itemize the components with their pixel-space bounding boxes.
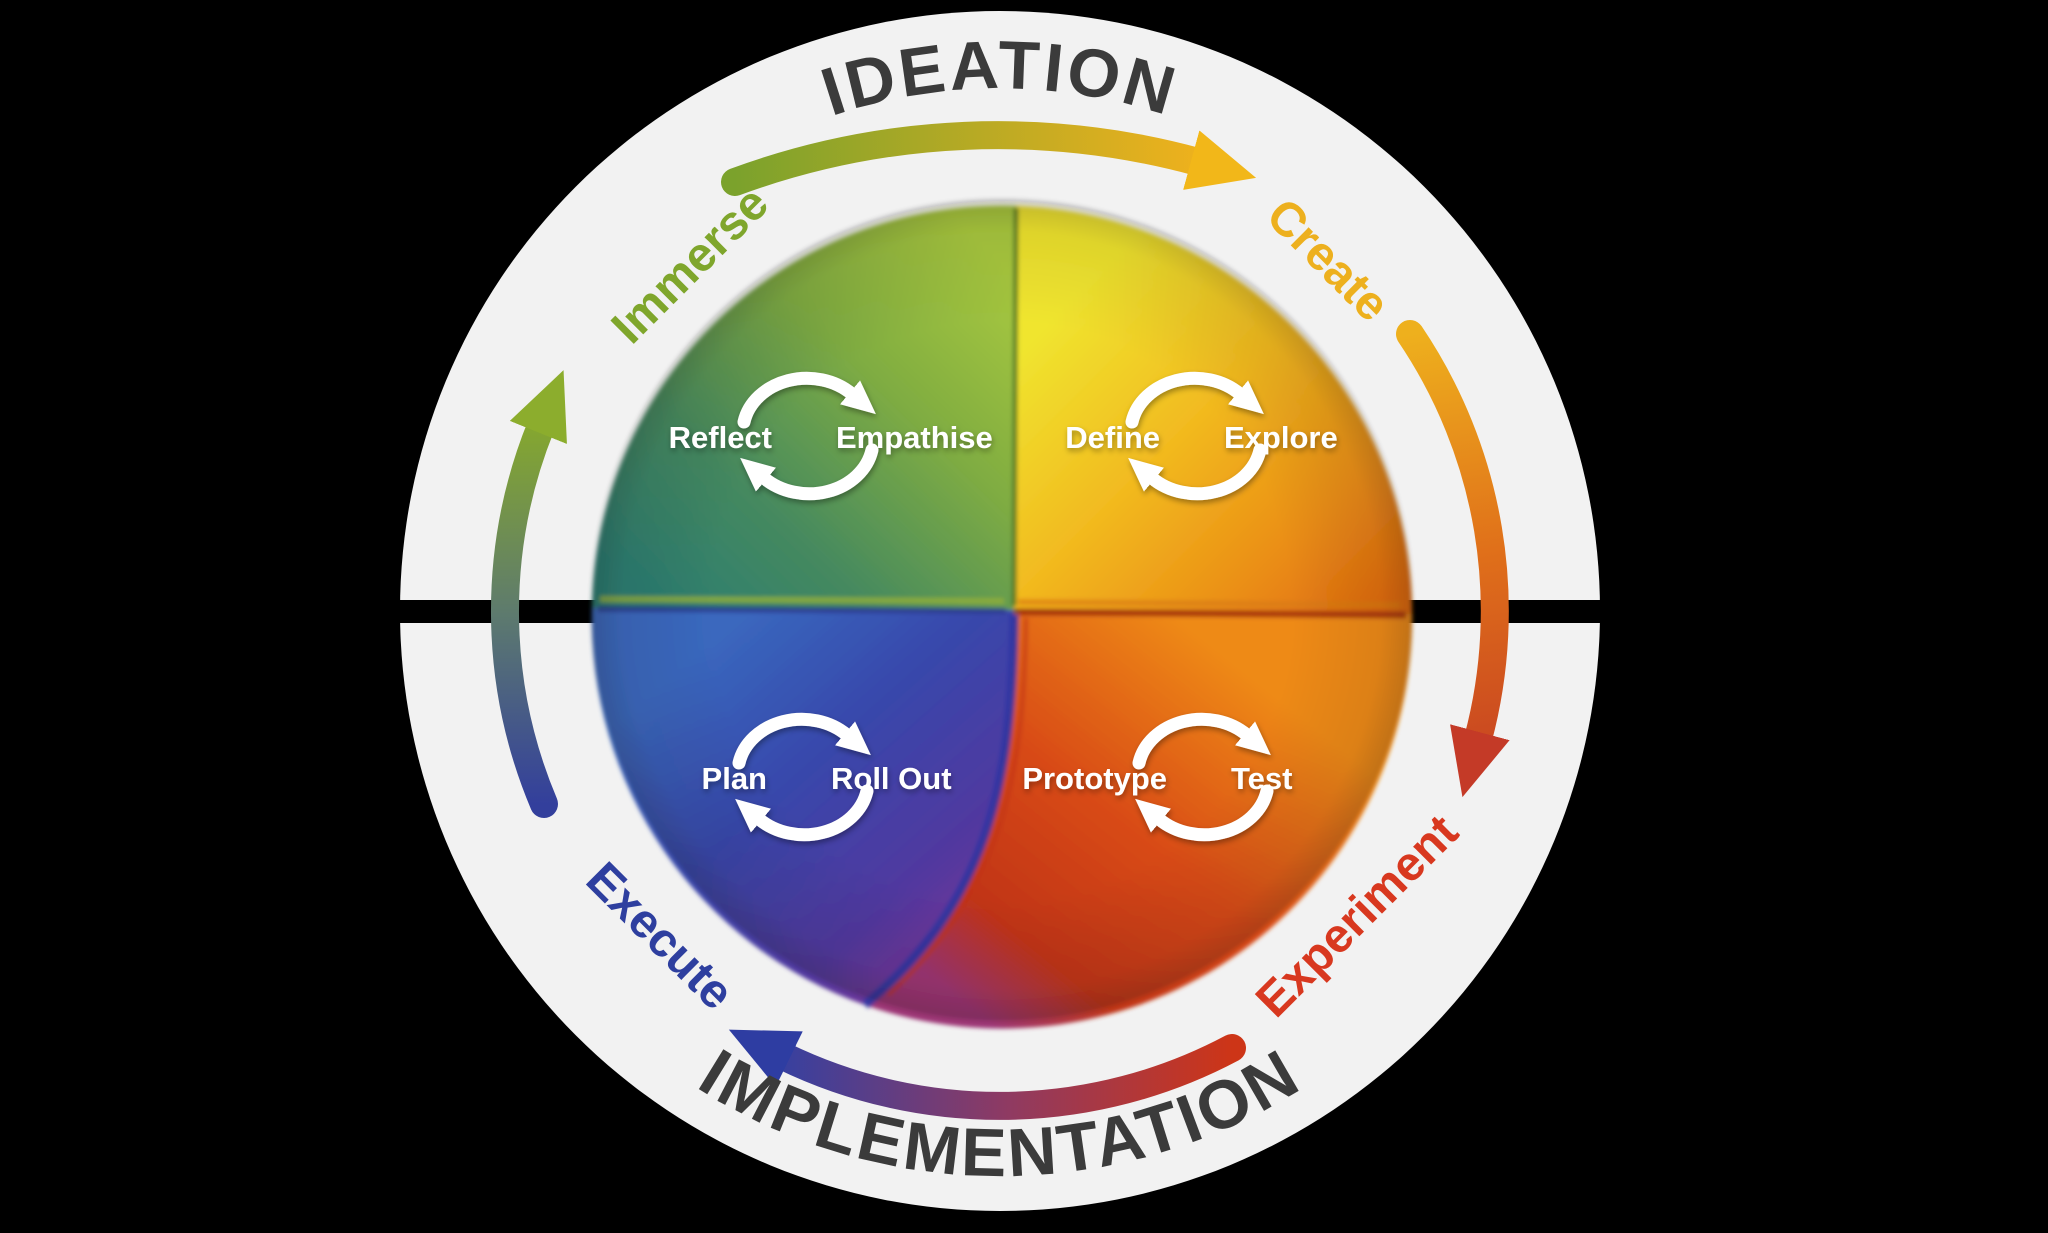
step-label-reflect: Reflect [669, 420, 772, 455]
cycle-arrow-bottom-icon [1135, 784, 1274, 842]
step-label-test: Test [1231, 761, 1292, 796]
cycle-arrow-top-icon [732, 712, 871, 770]
step-label-explore: Explore [1224, 420, 1338, 455]
arrow-experiment-to-execute-icon [728, 1029, 1246, 1120]
cycle-experiment: Prototype Test [1022, 712, 1292, 842]
step-label-define: Define [1065, 420, 1160, 455]
step-label-plan: Plan [702, 761, 767, 796]
cycle-arrow-top-icon [737, 371, 876, 429]
arrow-create-to-experiment-icon [1396, 320, 1510, 798]
cycle-arrow-bottom-icon [740, 443, 879, 501]
cycle-immerse: Reflect Empathise [669, 371, 993, 501]
arrow-immerse-to-create-icon [721, 121, 1257, 196]
cycle-create: Define Explore [1065, 371, 1338, 501]
ring-arrows [491, 121, 1510, 1120]
cycle-execute: Plan Roll Out [702, 712, 952, 842]
cycle-arrow-bottom-icon [1128, 443, 1267, 501]
cycle-arrow-top-icon [1132, 712, 1271, 770]
step-label-empathise: Empathise [836, 420, 993, 455]
cycle-arrow-top-icon [1125, 371, 1264, 429]
arrow-execute-to-immerse-icon [491, 370, 567, 818]
wheel-edge-shading [591, 199, 1413, 1021]
step-label-roll-out: Roll Out [831, 761, 952, 796]
inner-wheel [591, 199, 1413, 1029]
step-label-prototype: Prototype [1022, 761, 1167, 796]
cycle-arrow-bottom-icon [735, 784, 874, 842]
